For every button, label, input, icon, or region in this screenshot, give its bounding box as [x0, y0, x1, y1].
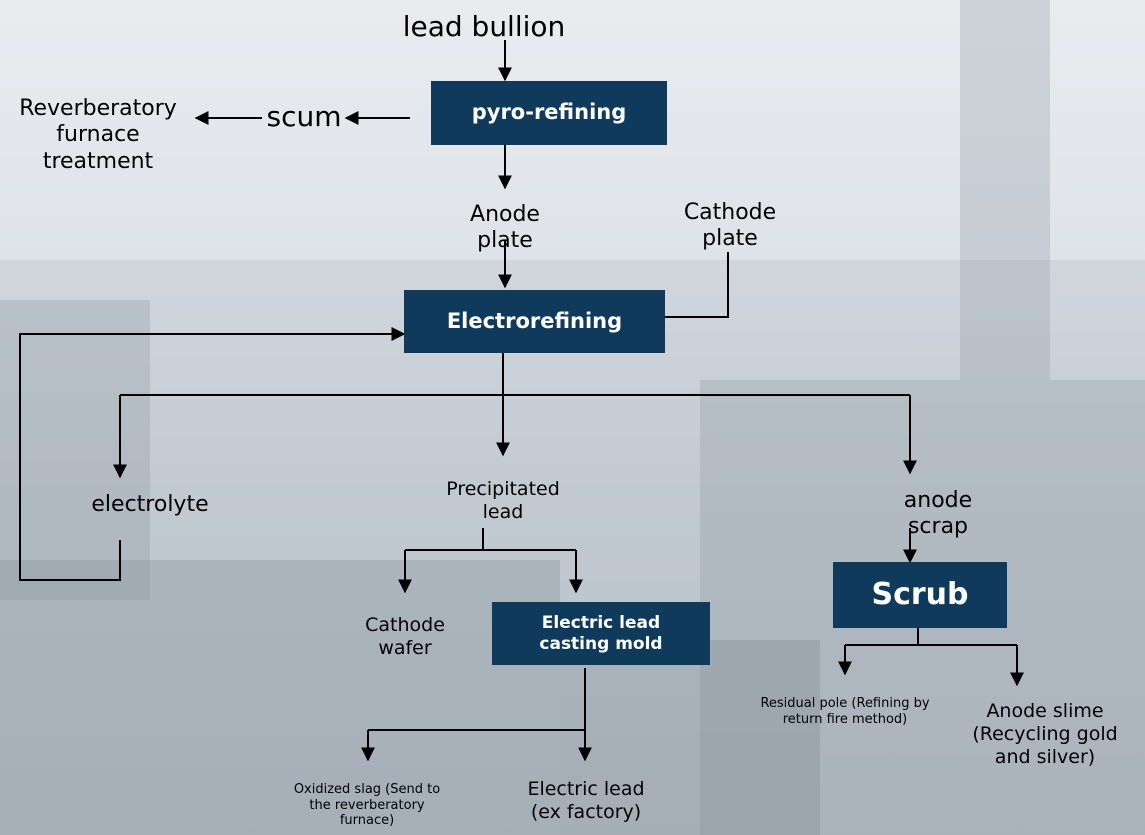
anode-slime-label: Anode slime (Recycling gold and silver)	[972, 700, 1118, 768]
line-cathode-to-electro	[638, 252, 729, 318]
scrub-label: Scrub	[871, 577, 969, 612]
electrorefining-box: Electrorefining	[404, 290, 665, 353]
cathode-plate-label: Cathode plate	[683, 200, 777, 252]
oxidized-slag-label: Oxidized slag (Send to the reverberatory…	[293, 782, 441, 829]
electrolyte-label: electrolyte	[91, 492, 209, 517]
anode-plate-label: Anode plate	[470, 202, 540, 254]
scum-label: scum	[266, 100, 342, 133]
electrorefining-label: Electrorefining	[446, 308, 623, 333]
electric-lead-label: Electric lead (ex factory)	[527, 778, 645, 823]
line-electrolyte-loop	[19, 327, 406, 581]
anode-scrap-label: anode scrap	[903, 488, 973, 540]
casting-mold-label: Electric lead casting mold	[539, 613, 663, 654]
casting-mold-box: Electric lead casting mold	[492, 602, 710, 665]
lead-bullion-label: lead bullion	[402, 10, 566, 43]
residual-pole-label: Residual pole (Refining by return fire m…	[760, 696, 930, 727]
pyro-refining-label: pyro-refining	[471, 100, 627, 125]
precipitated-lead-label: Precipitated lead	[446, 478, 560, 523]
cathode-wafer-label: Cathode wafer	[365, 614, 445, 659]
scrub-box: Scrub	[833, 562, 1007, 628]
reverberatory-treatment-label: Reverberatory furnace treatment	[19, 96, 177, 174]
pyro-refining-box: pyro-refining	[431, 81, 667, 145]
